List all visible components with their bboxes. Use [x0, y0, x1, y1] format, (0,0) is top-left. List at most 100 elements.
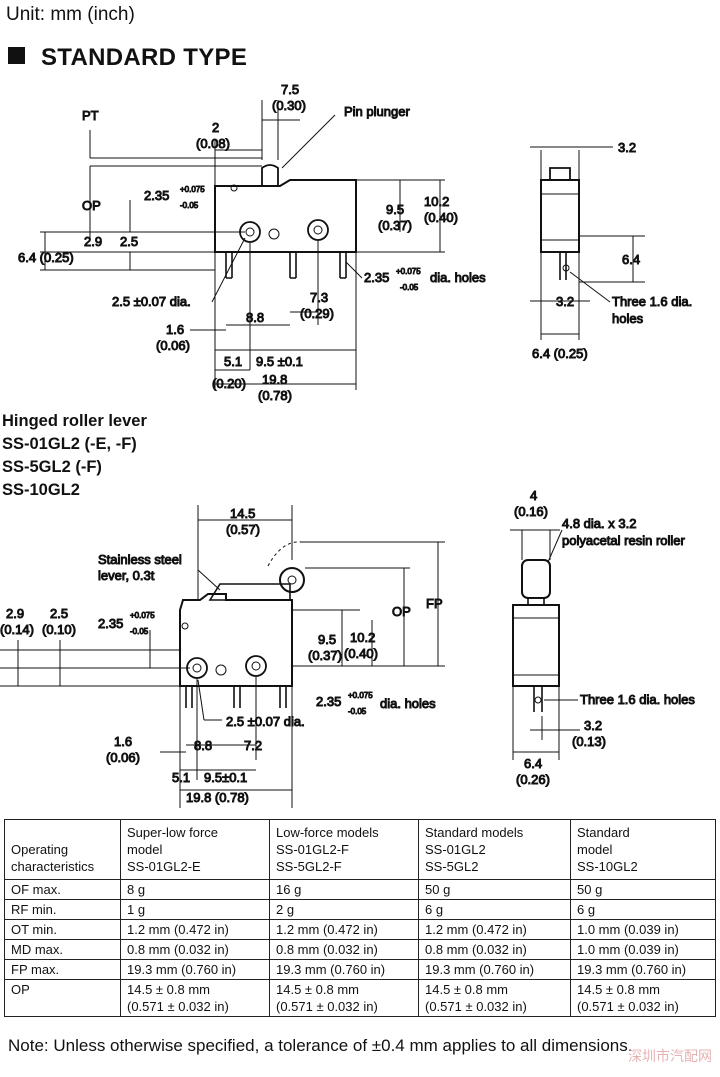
row-label: RF min. — [4, 899, 121, 920]
table-cell: 14.5 ± 0.8 mm (0.571 ± 0.032 in) — [418, 979, 571, 1017]
hinge-leader-hole — [197, 679, 205, 721]
std-pin-plunger-label: Pin plunger — [344, 104, 410, 119]
hinge-side-roller — [521, 559, 551, 599]
hinge-side-body — [512, 604, 560, 687]
std-dim-0-30: (0.30) — [272, 98, 306, 113]
hinge-terminal-3 — [279, 686, 287, 708]
header-line: model — [577, 842, 613, 857]
section-title-text: STANDARD TYPE — [41, 44, 248, 71]
table-cell: 1.2 mm (0.472 in) — [120, 919, 270, 940]
std-leader-pin — [281, 114, 336, 169]
hinge-stainless-2: lever, 0.3t — [98, 568, 155, 583]
std-side-holes-1: Three 1.6 dia. — [612, 294, 692, 309]
operating-characteristics-table: Operating characteristics Super-low forc… — [4, 819, 716, 1017]
std-side-dim-3-2b: 3.2 — [556, 294, 574, 309]
hinge-leader-lever — [197, 569, 221, 591]
table-cell: 1 g — [120, 899, 270, 920]
hinged-title-line: SS-5GL2 (-F) — [2, 458, 102, 476]
header-line: SS-5GL2-F — [276, 859, 342, 874]
table-row: OF max. 8 g 16 g 50 g 50 g — [4, 879, 716, 900]
hinge-dim-19-8: 19.8 (0.78) — [186, 790, 249, 805]
table-cell: 19.3 mm (0.760 in) — [418, 959, 571, 980]
hinge-dim-9-5: 9.5 — [318, 632, 336, 647]
table-row: RF min. 1 g 2 g 6 g 6 g — [4, 899, 716, 920]
std-dim-0-08: (0.08) — [196, 136, 230, 151]
std-side-body — [540, 179, 580, 253]
hinge-switch-body — [179, 593, 293, 687]
table-cell: 0.8 mm (0.032 in) — [120, 939, 270, 960]
std-tol-minus: -0.05 — [180, 201, 199, 210]
table-cell: 1.2 mm (0.472 in) — [418, 919, 571, 940]
table-cell: 0.8 mm (0.032 in) — [269, 939, 419, 960]
std-dim-0-06: (0.06) — [156, 338, 190, 353]
header-line: SS-5GL2 — [425, 859, 479, 874]
std-dim-19-8: 19.8 — [262, 372, 287, 387]
std-dim-2-35: 2.35 — [144, 188, 169, 203]
hinge-dim-14-5: 14.5 — [230, 506, 255, 521]
hinge-op-label: OP — [392, 604, 411, 619]
hinge-side-lever — [527, 598, 545, 606]
standard-front-view — [40, 100, 445, 390]
hinge-side-roller-1: 4.8 dia. x 3.2 — [562, 516, 636, 531]
hinge-free-position — [267, 541, 303, 567]
std-dim-0-20: (0.20) — [212, 376, 246, 391]
row-label: OP — [4, 979, 121, 1017]
row-label: OT min. — [4, 919, 121, 940]
hinge-roller — [279, 567, 305, 593]
header-cell: Operating characteristics — [4, 819, 121, 880]
hinge-pivot-hole — [215, 664, 227, 676]
watermark: 深圳市汽配网 — [628, 1048, 712, 1064]
table-row: FP max. 19.3 mm (0.760 in) 19.3 mm (0.76… — [4, 959, 716, 980]
table-cell: 0.8 mm (0.032 in) — [418, 939, 571, 960]
hinge-side-roller-2: polyacetal resin roller — [562, 533, 686, 548]
std-hole-dia: 2.5 ±0.07 dia. — [112, 294, 191, 309]
table-cell: 19.3 mm (0.760 in) — [570, 959, 716, 980]
table-row: OT min. 1.2 mm (0.472 in) 1.2 mm (0.472 … — [4, 919, 716, 940]
std-holes-label: dia. holes — [430, 270, 486, 285]
std-dim-9-5: 9.5 — [386, 202, 404, 217]
table-header-row: Operating characteristics Super-low forc… — [4, 819, 716, 880]
hinge-dim-2-35: 2.35 — [98, 616, 123, 631]
hinged-roller-title: Hinged roller lever SS-01GL2 (-E, -F) SS… — [2, 410, 147, 502]
hinge-dim-0-57: (0.57) — [226, 522, 260, 537]
std-tol-plus-b: +0.075 — [396, 267, 421, 276]
table-cell: 19.3 mm (0.760 in) — [120, 959, 270, 980]
std-mount-hole-right — [307, 219, 329, 241]
hinge-roller-axle — [287, 575, 297, 585]
std-dim-7-5: 7.5 — [281, 82, 299, 97]
header-line: characteristics — [11, 859, 95, 874]
std-side-dim-3-2: 3.2 — [618, 140, 636, 155]
dimension-drawings: PT OP 7.5 (0.30) Pin plunger 2 (0.08) 2.… — [0, 82, 696, 808]
tolerance-note: Note: Unless otherwise specified, a tole… — [8, 1036, 633, 1055]
std-tol-minus-b: -0.05 — [400, 283, 419, 292]
std-mount-hole-right-inner — [313, 225, 323, 235]
hinged-front-view — [0, 505, 445, 808]
hinged-title-line: Hinged roller lever — [2, 412, 147, 430]
std-dim-1-6: 1.6 — [166, 322, 184, 337]
hinged-title-line: SS-01GL2 (-E, -F) — [2, 435, 137, 453]
op-value-inch: (0.571 ± 0.032 in) — [276, 999, 378, 1014]
header-cell: Super-low force model SS-01GL2-E — [120, 819, 270, 880]
op-value-inch: (0.571 ± 0.032 in) — [577, 999, 679, 1014]
op-value-inch: (0.571 ± 0.032 in) — [127, 999, 229, 1014]
hinge-rivet — [181, 622, 189, 630]
table-cell: 14.5 ± 0.8 mm (0.571 ± 0.032 in) — [269, 979, 419, 1017]
table-cell: 14.5 ± 0.8 mm (0.571 ± 0.032 in) — [570, 979, 716, 1017]
standard-side-view — [530, 146, 645, 340]
header-line: Standard models — [425, 825, 524, 840]
table-row: OP 14.5 ± 0.8 mm (0.571 ± 0.032 in) 14.5… — [4, 979, 716, 1017]
hinge-side-dim-6-4: 6.4 — [524, 756, 542, 771]
std-side-leader — [569, 271, 611, 303]
hinge-dim-5-1: 5.1 — [172, 770, 190, 785]
std-leader-holes — [345, 261, 363, 279]
table-row: MD max. 0.8 mm (0.032 in) 0.8 mm (0.032 … — [4, 939, 716, 960]
header-line: Operating — [11, 842, 69, 857]
hinge-dim-10-2: 10.2 — [350, 630, 375, 645]
header-line: SS-01GL2 — [425, 842, 486, 857]
std-dim-2-5: 2.5 — [120, 234, 138, 249]
table-cell: 6 g — [570, 899, 716, 920]
hinge-tol-minus: -0.05 — [130, 627, 149, 636]
op-value: 14.5 ± 0.8 mm — [276, 982, 360, 997]
std-dim-2-35b: 2.35 — [364, 270, 389, 285]
hinge-side-dim-3-2: 3.2 — [584, 718, 602, 733]
